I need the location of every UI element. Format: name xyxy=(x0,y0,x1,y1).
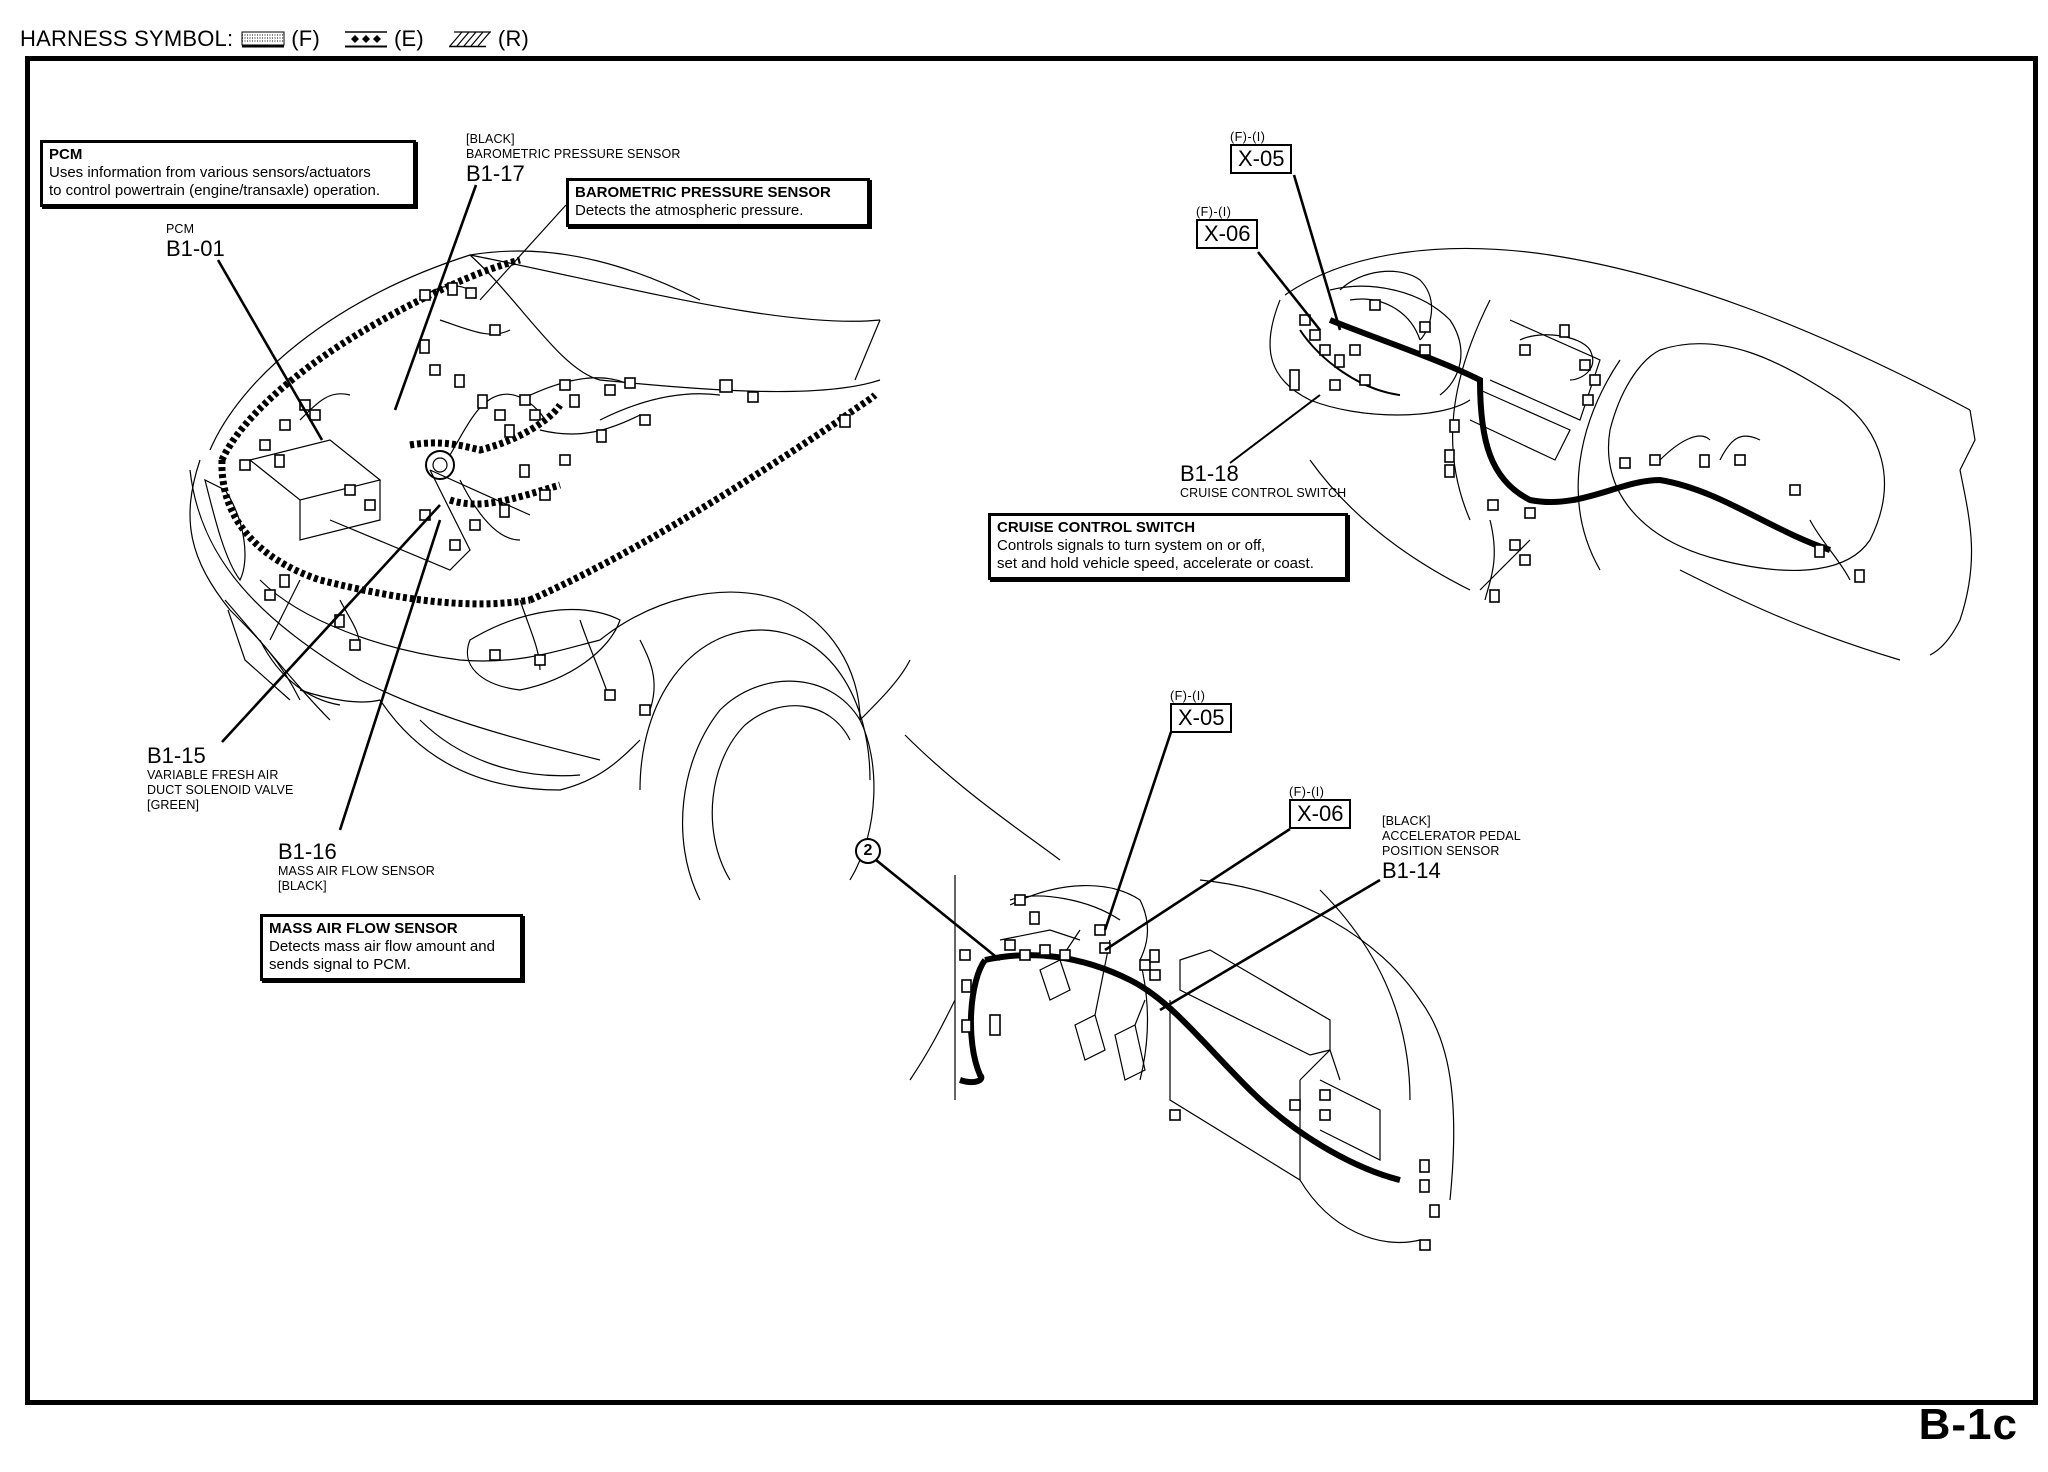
x05-top-harness: (F)-(I) xyxy=(1230,130,1266,144)
b1-15-name-2: DUCT SOLENOID VALVE xyxy=(147,783,294,797)
connector-label-b1-15: B1-15 VARIABLE FRESH AIR DUCT SOLENOID V… xyxy=(147,744,293,813)
b1-14-name-1: ACCELERATOR PEDAL xyxy=(1382,829,1521,843)
cruise-description-box: CRUISE CONTROL SWITCH Controls signals t… xyxy=(988,513,1348,580)
connector-label-x05-top: (F)-(I) X-05 xyxy=(1230,130,1293,174)
leader-b1-16 xyxy=(338,519,442,831)
harness-symbol-legend: HARNESS SYMBOL: (F) (E) (R) xyxy=(20,26,545,52)
x06-bottom-code[interactable]: X-06 xyxy=(1289,799,1352,829)
maf-desc-line-2: sends signal to PCM. xyxy=(269,956,411,973)
connector-label-x06-bottom: (F)-(I) X-06 xyxy=(1289,785,1352,829)
x06-top-harness: (F)-(I) xyxy=(1196,205,1232,219)
b1-15-code[interactable]: B1-15 xyxy=(147,743,206,768)
legend-code-e: (E) xyxy=(393,26,424,51)
pcm-desc-line-2: to control powertrain (engine/transaxle)… xyxy=(49,182,381,199)
b1-01-name: PCM xyxy=(166,222,195,236)
page-id: B-1c xyxy=(1918,1400,2018,1449)
b1-17-name: BAROMETRIC PRESSURE SENSOR xyxy=(466,147,681,161)
pcm-desc-line-1: Uses information from various sensors/ac… xyxy=(49,164,371,181)
b1-15-name-1: VARIABLE FRESH AIR xyxy=(147,768,279,782)
connector-label-x05-bottom: (F)-(I) X-05 xyxy=(1170,689,1233,733)
connector-label-b1-16: B1-16 MASS AIR FLOW SENSOR [BLACK] xyxy=(278,840,435,894)
leader-b1-17 xyxy=(393,184,478,411)
b1-14-color: [BLACK] xyxy=(1382,814,1431,828)
b1-01-code[interactable]: B1-01 xyxy=(166,236,225,261)
leader-x06-bottom xyxy=(1104,827,1291,952)
maf-description-box: MASS AIR FLOW SENSOR Detects mass air fl… xyxy=(260,914,523,981)
connector-label-b1-14: [BLACK] ACCELERATOR PEDAL POSITION SENSO… xyxy=(1382,814,1521,883)
leader-x05-top xyxy=(1292,174,1342,331)
connector-label-b1-18: B1-18 CRUISE CONTROL SWITCH xyxy=(1180,462,1346,501)
b1-18-code[interactable]: B1-18 xyxy=(1180,461,1239,486)
b1-16-name: MASS AIR FLOW SENSOR xyxy=(278,864,435,878)
x05-bottom-harness: (F)-(I) xyxy=(1170,689,1206,703)
maf-desc-line-1: Detects mass air flow amount and xyxy=(269,938,495,955)
diamond-chain-harness-icon xyxy=(344,31,387,48)
b1-15-color: [GREEN] xyxy=(147,798,200,812)
x06-bottom-harness: (F)-(I) xyxy=(1289,785,1325,799)
connector-label-x06-top: (F)-(I) X-06 xyxy=(1196,205,1259,249)
pcm-description-box: PCM Uses information from various sensor… xyxy=(40,140,416,207)
legend-code-f: (F) xyxy=(291,26,320,51)
maf-title: MASS AIR FLOW SENSOR xyxy=(269,920,458,937)
footwell-harness-drawing xyxy=(904,734,1455,1251)
b1-16-code[interactable]: B1-16 xyxy=(278,839,337,864)
dotted-grid-harness-icon xyxy=(241,31,285,48)
leader-ground-2 xyxy=(875,858,1001,962)
leader-b1-01 xyxy=(216,259,324,441)
pcm-title: PCM xyxy=(49,146,83,163)
leader-x06-top xyxy=(1256,251,1322,331)
x05-bottom-code[interactable]: X-05 xyxy=(1170,703,1233,733)
b1-14-code[interactable]: B1-14 xyxy=(1382,858,1441,883)
engine-compartment-drawing xyxy=(189,250,911,901)
hatched-harness-icon xyxy=(448,31,491,48)
b1-18-name: CRUISE CONTROL SWITCH xyxy=(1180,486,1347,500)
baro-description-box: BAROMETRIC PRESSURE SENSOR Detects the a… xyxy=(566,178,870,227)
connector-label-b1-17: [BLACK] BAROMETRIC PRESSURE SENSOR B1-17 xyxy=(466,132,680,186)
legend-code-r: (R) xyxy=(497,26,530,51)
ground-point-marker[interactable]: 2 xyxy=(855,838,881,864)
leader-b1-15 xyxy=(221,504,441,743)
leader-b1-14 xyxy=(1159,878,1381,1012)
diagram-frame xyxy=(25,56,2038,1405)
cruise-desc-line-2: set and hold vehicle speed, accelerate o… xyxy=(997,555,1314,572)
b1-16-color: [BLACK] xyxy=(278,879,327,893)
connector-label-b1-01: PCM B1-01 xyxy=(166,222,225,261)
b1-14-name-2: POSITION SENSOR xyxy=(1382,844,1500,858)
x06-top-code[interactable]: X-06 xyxy=(1196,219,1259,249)
cruise-title: CRUISE CONTROL SWITCH xyxy=(997,519,1196,536)
baro-title: BAROMETRIC PRESSURE SENSOR xyxy=(575,184,831,201)
baro-desc-line-1: Detects the atmospheric pressure. xyxy=(575,202,804,219)
legend-label: HARNESS SYMBOL: xyxy=(20,26,234,51)
cruise-desc-line-1: Controls signals to turn system on or of… xyxy=(997,537,1266,554)
leader-x05-bottom xyxy=(1103,731,1173,931)
leader-b1-18 xyxy=(1229,394,1321,464)
x05-top-code[interactable]: X-05 xyxy=(1230,144,1293,174)
instrument-panel-drawing xyxy=(1269,247,1976,661)
b1-17-color: [BLACK] xyxy=(466,132,515,146)
b1-17-code[interactable]: B1-17 xyxy=(466,161,525,186)
